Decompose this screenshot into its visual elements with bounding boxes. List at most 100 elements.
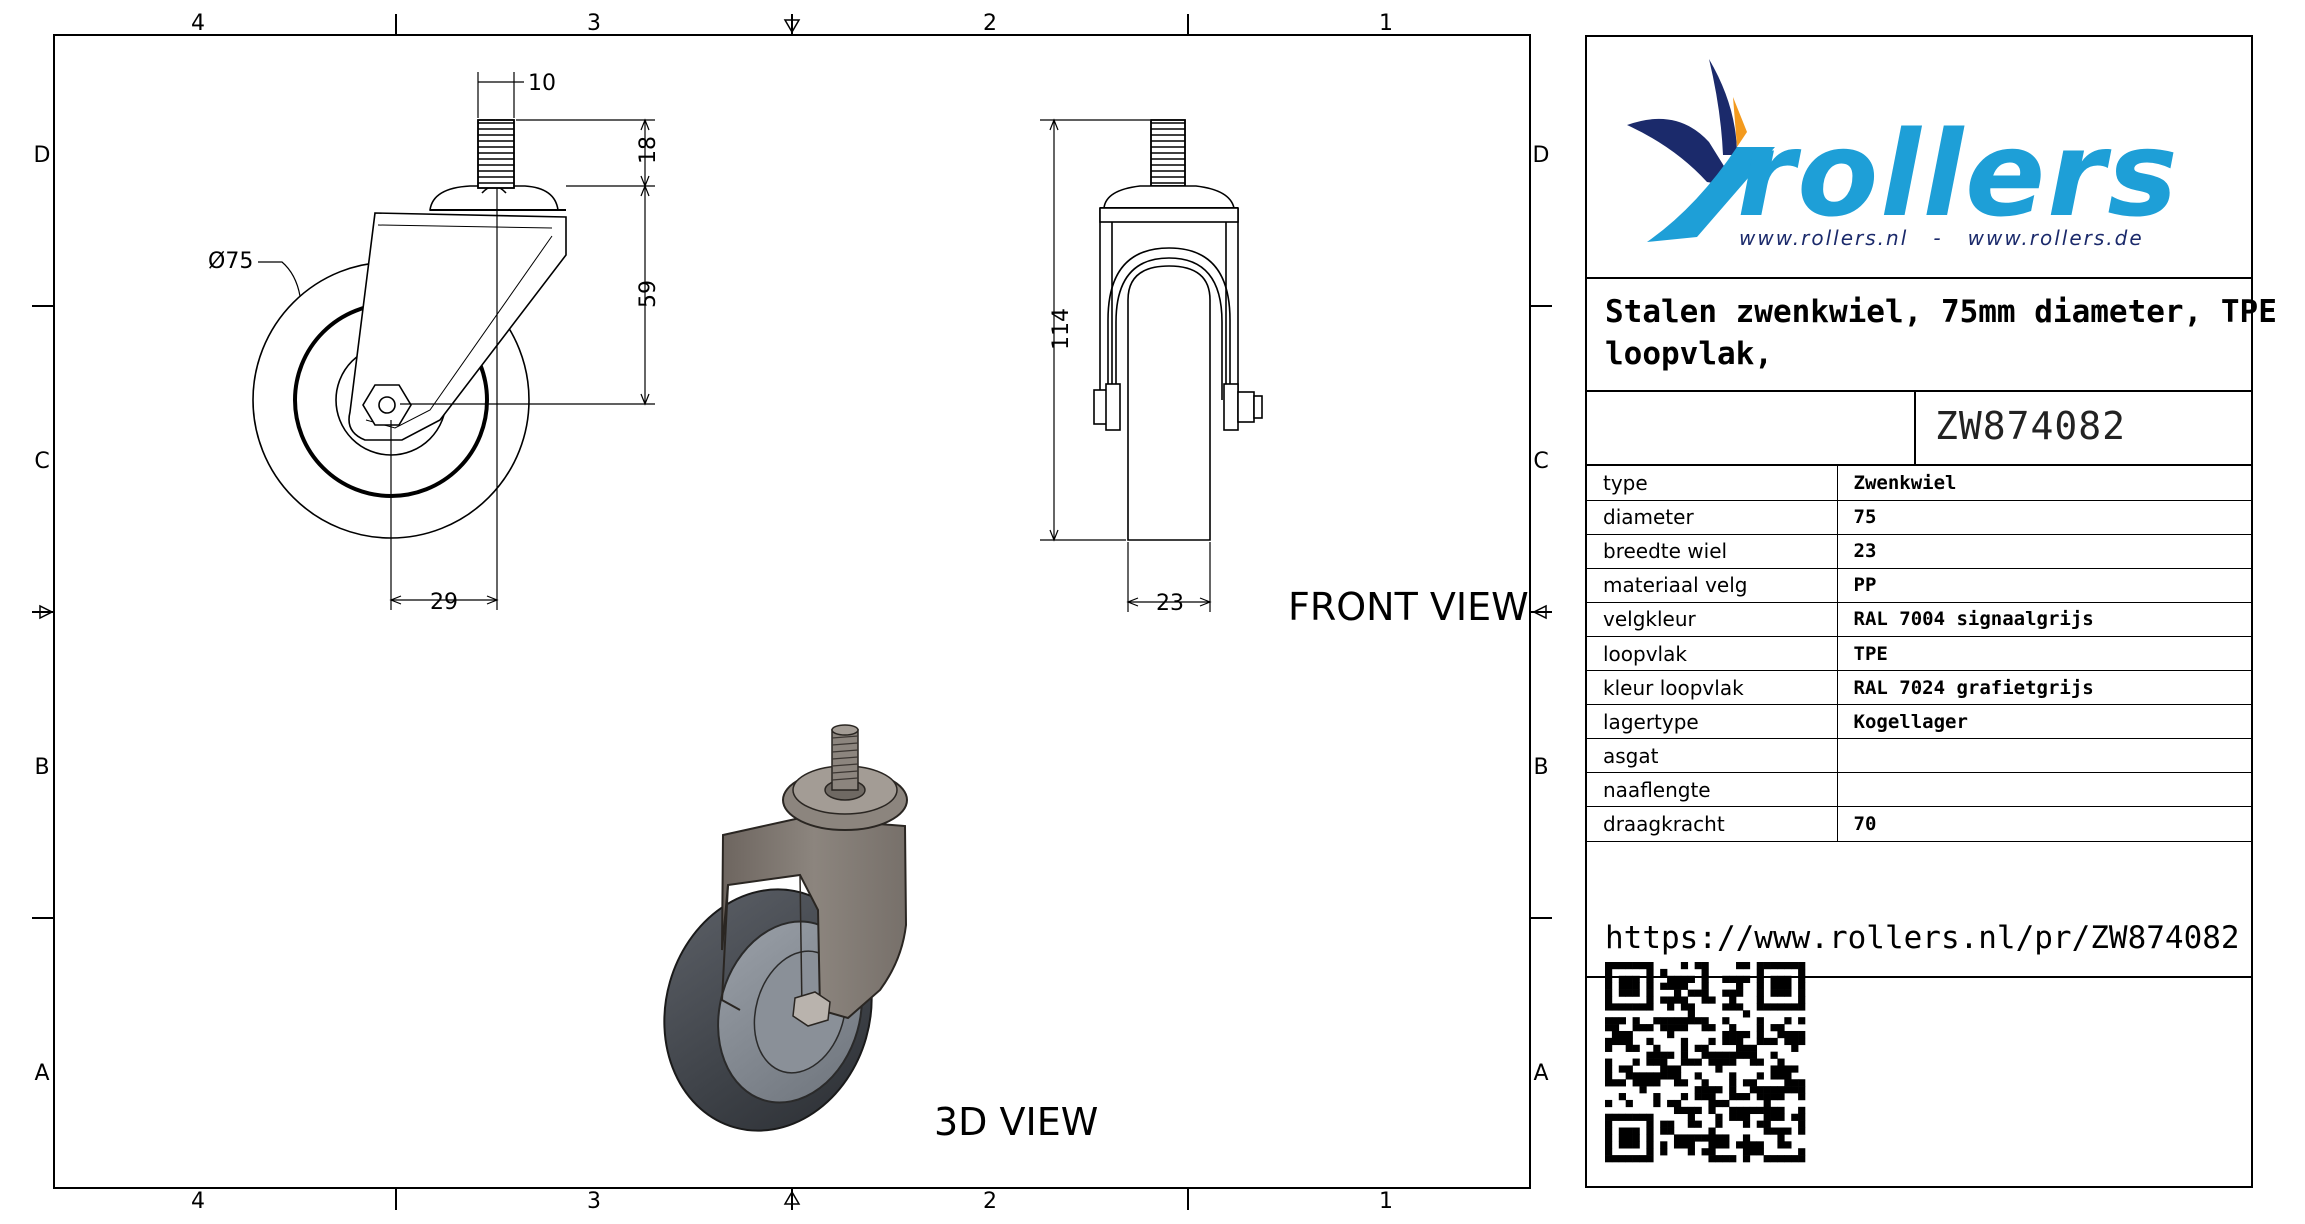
qr-module xyxy=(1605,1079,1613,1087)
qr-module xyxy=(1618,1134,1626,1142)
row-label-d-right: D xyxy=(1533,143,1550,168)
qr-module xyxy=(1763,1113,1771,1121)
qr-module xyxy=(1736,962,1744,970)
qr-module xyxy=(1770,1106,1778,1115)
qr-module xyxy=(1770,1113,1778,1121)
qr-module xyxy=(1687,1141,1695,1149)
qr-module xyxy=(1798,1148,1806,1156)
row-label-c-left: C xyxy=(34,449,49,474)
qr-module xyxy=(1660,1141,1668,1149)
row-label-b-left: B xyxy=(34,755,49,780)
spec-key: lagertype xyxy=(1587,704,1838,740)
title-area: Stalen zwenkwiel, 75mm diameter, TPE loo… xyxy=(1587,277,2277,392)
qr-module xyxy=(1618,1017,1626,1025)
qr-module xyxy=(1646,962,1654,970)
qr-module xyxy=(1715,1099,1723,1108)
qr-module xyxy=(1798,982,1806,990)
qr-module xyxy=(1701,982,1709,990)
qr-module xyxy=(1605,1017,1613,1025)
qr-module xyxy=(1667,1099,1675,1108)
qr-module xyxy=(1605,1148,1613,1156)
qr-module xyxy=(1618,1079,1626,1087)
qr-module xyxy=(1749,1141,1758,1149)
qr-module xyxy=(1605,1037,1613,1046)
qr-module xyxy=(1687,1134,1695,1142)
qr-module xyxy=(1791,1044,1799,1052)
qr-module xyxy=(1798,975,1806,983)
qr-module xyxy=(1701,1017,1709,1025)
qr-module xyxy=(1625,1113,1633,1121)
qr-module xyxy=(1646,1037,1654,1046)
qr-module xyxy=(1763,1093,1771,1101)
qr-module xyxy=(1618,975,1626,983)
qr-module xyxy=(1618,1030,1626,1039)
qr-module xyxy=(1770,1155,1778,1163)
qr-module xyxy=(1605,1072,1613,1080)
title-block: rollers www.rollers.nl - www.rollers.de … xyxy=(1585,35,2277,1188)
qr-module xyxy=(1798,1079,1806,1087)
bird-logo-icon xyxy=(1627,118,1737,187)
qr-module xyxy=(1791,1037,1799,1046)
qr-module xyxy=(1673,1134,1682,1142)
qr-module xyxy=(1625,962,1633,970)
qr-module xyxy=(1742,1079,1751,1087)
qr-module xyxy=(1777,1030,1785,1039)
row-label-d-left: D xyxy=(34,143,51,168)
qr-module xyxy=(1742,1155,1751,1163)
qr-module xyxy=(1736,1003,1744,1011)
qr-module xyxy=(1625,989,1633,997)
qr-module xyxy=(1667,1127,1675,1135)
product-url[interactable]: https://www.rollers.nl/pr/ZW874082 xyxy=(1605,920,2240,956)
qr-module xyxy=(1770,1003,1778,1011)
qr-module xyxy=(1694,1106,1702,1115)
qr-module xyxy=(1605,989,1613,997)
qr-module xyxy=(1708,1086,1716,1094)
qr-module xyxy=(1777,982,1785,990)
qr-module xyxy=(1749,1044,1758,1052)
qr-module xyxy=(1639,1003,1647,1011)
qr-module xyxy=(1701,1148,1709,1156)
qr-module xyxy=(1673,989,1682,997)
qr-module xyxy=(1756,989,1764,997)
technical-drawing: 4 3 2 1 4 3 2 1 D C B A D C B A xyxy=(32,11,1552,1214)
qr-module xyxy=(1632,975,1640,983)
spec-value: 23 xyxy=(1837,534,2251,569)
qr-module xyxy=(1701,1044,1709,1052)
qr-module xyxy=(1611,1017,1620,1025)
qr-module xyxy=(1646,1072,1654,1080)
qr-module xyxy=(1756,1072,1764,1080)
qr-module xyxy=(1687,1120,1695,1128)
qr-module xyxy=(1701,1093,1709,1101)
qr-module xyxy=(1722,1141,1730,1149)
qr-module xyxy=(1736,975,1744,983)
qr-module xyxy=(1625,1030,1633,1039)
qr-module xyxy=(1777,1106,1785,1115)
qr-module xyxy=(1756,982,1764,990)
qr-module xyxy=(1618,962,1626,970)
qr-module xyxy=(1618,1093,1626,1101)
qr-module xyxy=(1605,1141,1613,1149)
logo-wordmark: rollers xyxy=(1737,105,2180,243)
qr-module xyxy=(1777,1155,1785,1163)
qr-module xyxy=(1680,1051,1689,1059)
qr-module xyxy=(1749,1058,1758,1066)
qr-module xyxy=(1687,1113,1695,1121)
qr-module xyxy=(1646,1127,1654,1135)
qr-module xyxy=(1687,1010,1695,1018)
qr-module xyxy=(1605,1099,1613,1108)
column-label-1-bottom: 1 xyxy=(1379,1189,1393,1214)
qr-module xyxy=(1742,1120,1751,1128)
qr-module xyxy=(1667,982,1675,990)
row-label-a-right: A xyxy=(1533,1061,1548,1086)
qr-module xyxy=(1632,1141,1640,1149)
qr-module xyxy=(1777,975,1785,983)
qr-module xyxy=(1673,996,1682,1004)
qr-module xyxy=(1667,1120,1675,1128)
qr-module xyxy=(1653,1072,1661,1080)
qr-code[interactable] xyxy=(1605,962,1806,1163)
qr-module xyxy=(1722,1003,1730,1011)
qr-module xyxy=(1798,1003,1806,1011)
qr-module xyxy=(1722,989,1730,997)
